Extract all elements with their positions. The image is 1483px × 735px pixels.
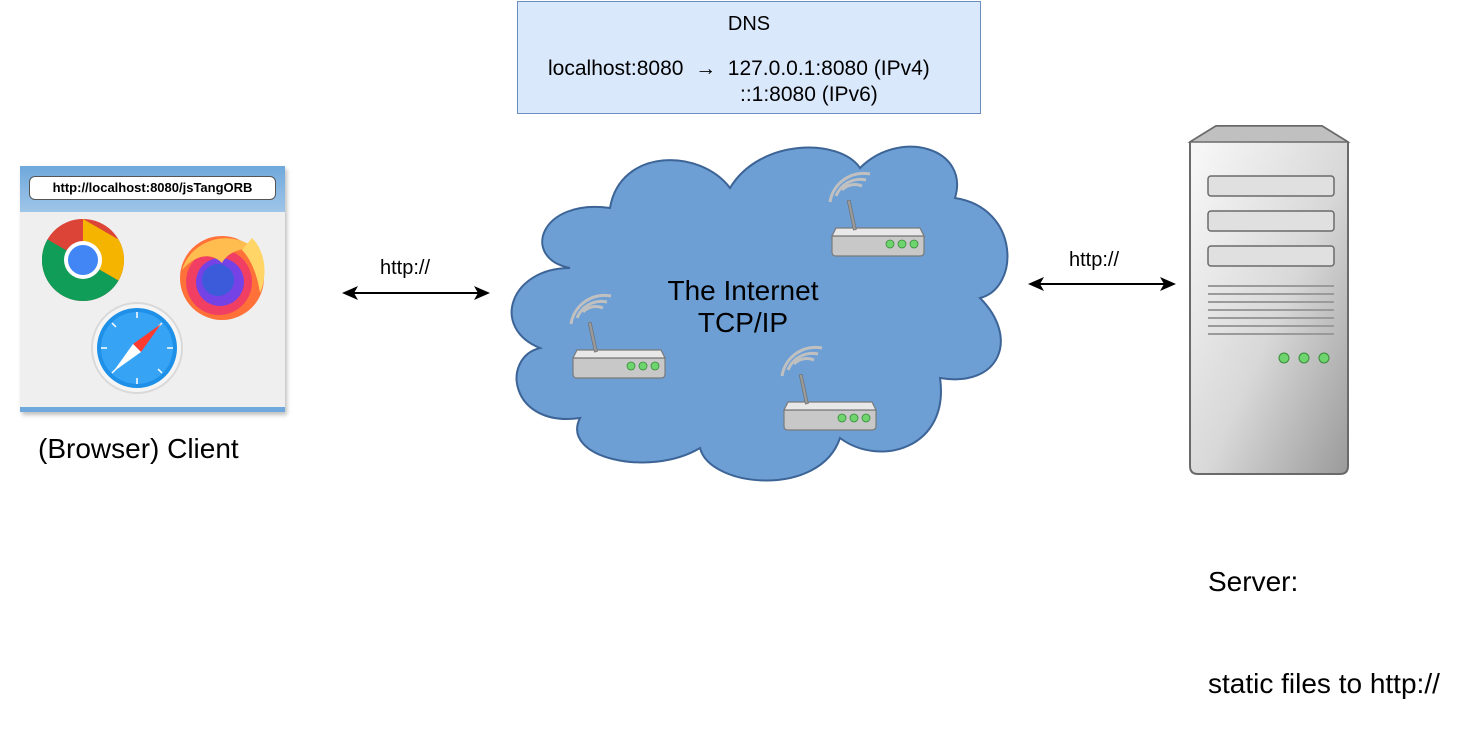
- safari-icon: [91, 302, 183, 394]
- browser-url-bar[interactable]: http://localhost:8080/jsTangORB: [29, 176, 276, 200]
- server-icon: [1187, 125, 1351, 475]
- browser-statusbar: [20, 407, 285, 412]
- internet-protocol: TCP/IP: [697, 307, 789, 338]
- client-protocol-label: http://: [380, 257, 431, 279]
- internet-cloud: [510, 145, 1009, 482]
- server-description: static files to http://: [1208, 668, 1440, 699]
- firefox-icon: [180, 236, 265, 320]
- dns-mapping-ipv4: localhost:8080 → 127.0.0.1:8080 (IPv4): [548, 57, 930, 80]
- internet-label: The Internet TCP/IP: [600, 275, 886, 339]
- server-protocol-label: http://: [1069, 249, 1120, 271]
- dns-title: DNS: [727, 13, 771, 35]
- server-title: Server:: [1208, 566, 1299, 597]
- dns-box: DNS localhost:8080 → 127.0.0.1:8080 (IPv…: [517, 1, 981, 114]
- client-label: (Browser) Client: [38, 433, 239, 464]
- internet-server-arrow: [1028, 277, 1176, 291]
- server-label: Server: static files to http://: [1208, 497, 1440, 735]
- dns-mapping-ipv6: ::1:8080 (IPv6): [740, 83, 878, 106]
- internet-title: The Internet: [667, 275, 819, 306]
- chrome-icon: [42, 219, 124, 301]
- browser-logos: [42, 219, 265, 394]
- browser-window: http://localhost:8080/jsTangORB: [20, 166, 285, 412]
- client-internet-arrow: [342, 286, 490, 300]
